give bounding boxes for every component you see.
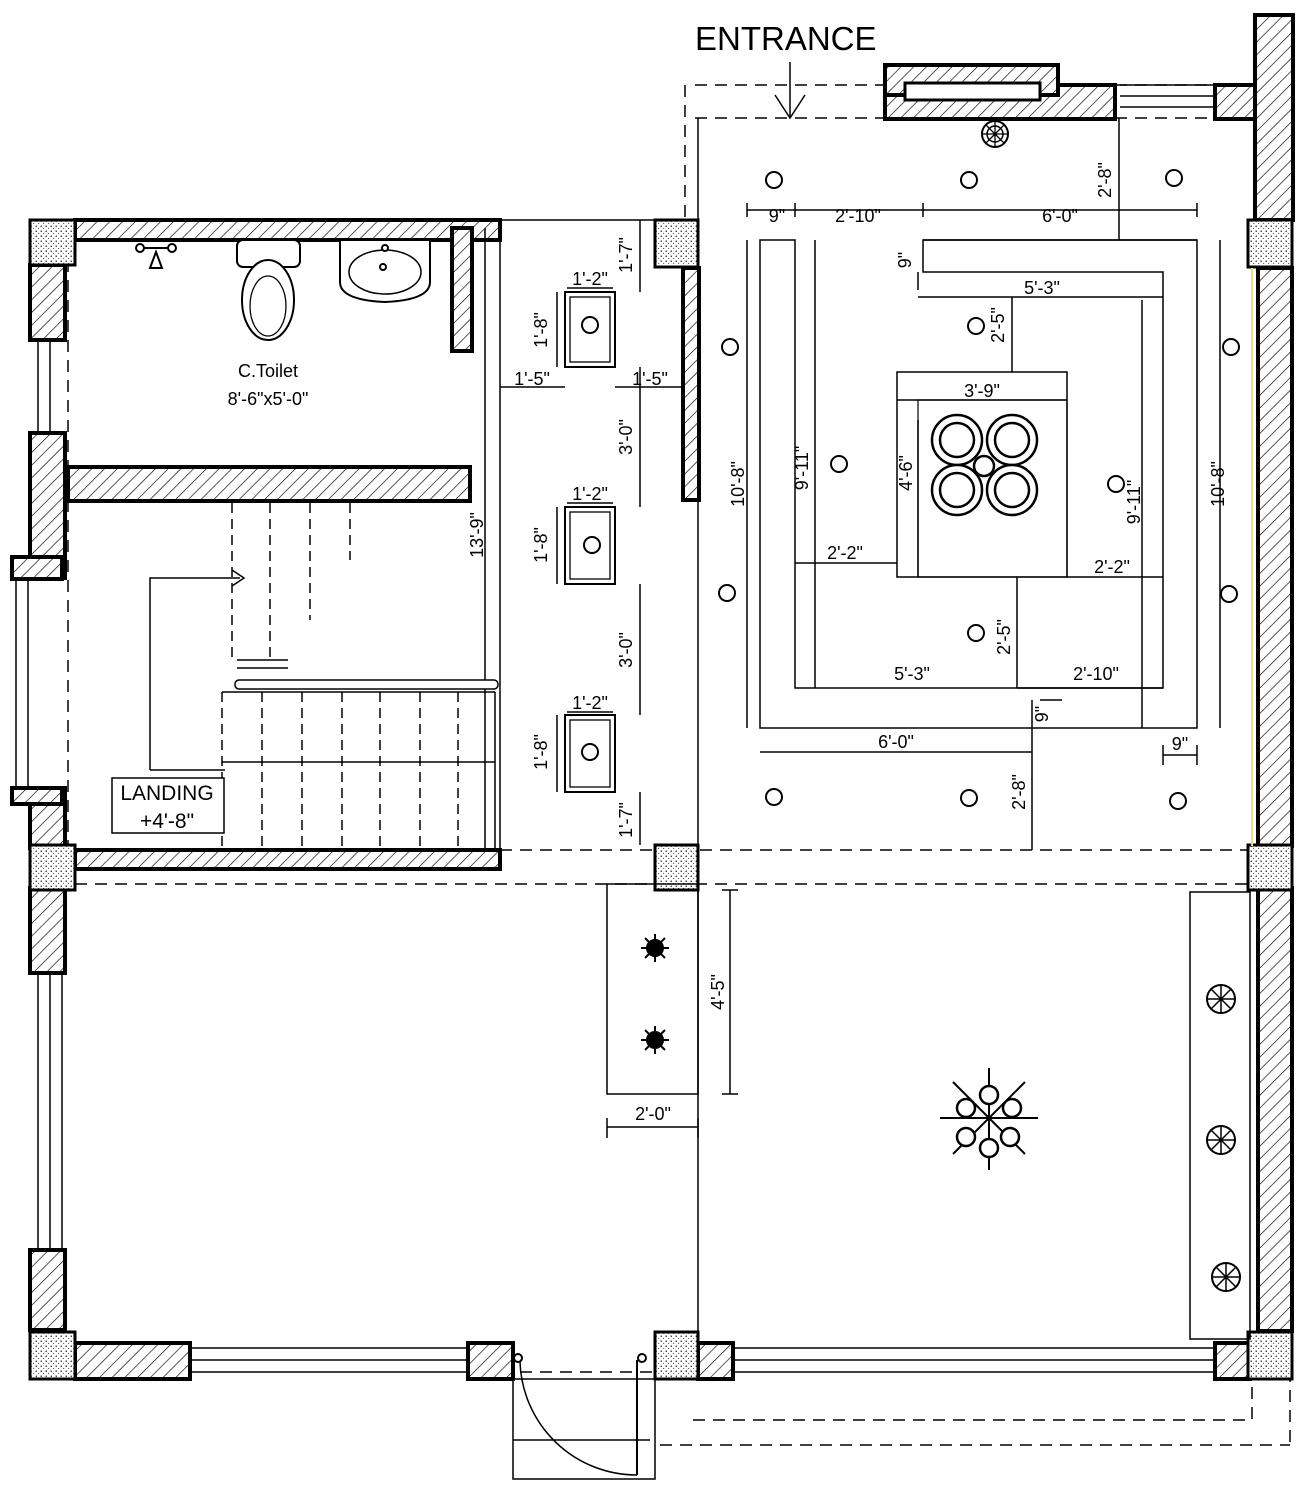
downlight-icon <box>765 171 783 189</box>
windows <box>15 84 1215 1373</box>
dim-ceil-9d: 9" <box>1172 734 1188 754</box>
wc-icon <box>236 239 301 341</box>
hall-chandelier-icon <box>940 1068 1038 1170</box>
dim-basin3-w: 1'-2" <box>572 693 608 713</box>
dim-ceil-9c: 9" <box>1032 706 1052 722</box>
dim-ceil-9a: 9" <box>769 206 785 226</box>
dim-ceil-9b: 9" <box>895 252 915 268</box>
downlight-icon <box>718 584 736 602</box>
wall-light-icon <box>1206 984 1236 1014</box>
dim-ceil-2-2a: 2'-2" <box>827 543 863 563</box>
dim-ceil-6-0a: 6'-0" <box>1042 206 1078 226</box>
dim-ceil-10-8a: 10'-8" <box>728 461 748 507</box>
dim-ceil-2-8a: 2'-8" <box>1095 162 1115 198</box>
dim-stair-run: 13'-9" <box>467 512 487 558</box>
dim-niche-h: 4'-5" <box>708 974 728 1010</box>
downlight-icon <box>1222 338 1240 356</box>
washbasin-icon <box>339 239 431 304</box>
landing-label: LANDING <box>120 782 213 805</box>
entrance-door <box>512 1353 656 1480</box>
dim-ceil-6-0b: 6'-0" <box>878 732 914 752</box>
chandelier-icon <box>930 413 1039 517</box>
downlight-icon <box>967 317 985 335</box>
downlights <box>718 169 1240 810</box>
downlight-icon <box>1107 475 1125 493</box>
downlight-icon <box>721 338 739 356</box>
dim-basin1-w: 1'-2" <box>572 269 608 289</box>
downlight-icon <box>765 788 783 806</box>
basin-3 <box>564 714 616 793</box>
downlight-icon <box>830 455 848 473</box>
dim-basin2-w: 1'-2" <box>572 484 608 504</box>
entrance-label: ENTRANCE <box>695 20 877 57</box>
dim-basin3-d: 1'-8" <box>531 734 551 770</box>
dim-ceil-5-3b: 5'-3" <box>894 664 930 684</box>
dim-ceil-10-8b: 10'-8" <box>1208 461 1228 507</box>
entrance-marker: ENTRANCE <box>695 20 877 120</box>
room-lines <box>484 118 1253 1343</box>
dim-niche-w: 2'-0" <box>635 1104 671 1124</box>
wall-light-icon <box>1206 1125 1236 1155</box>
toilet-fixtures: C.Toilet 8'-6"x5'-0" <box>135 239 431 409</box>
false-ceiling: 9" 2'-10" 6'-0" 2'-8" 9" 5'-3" 2'-5" 3'-… <box>718 118 1240 850</box>
downlight-icon <box>1165 169 1183 187</box>
dim-gap-top: 1'-7" <box>616 237 636 273</box>
decorative-light-icon <box>981 120 1009 148</box>
dim-offset-left: 1'-5" <box>514 369 550 389</box>
basin-2 <box>564 506 616 585</box>
dim-ceil-9-11b: 9'-11" <box>1124 480 1144 525</box>
downlight-icon <box>1169 792 1187 810</box>
downlight-icon <box>1220 585 1238 603</box>
basin-1 <box>564 291 616 368</box>
dim-ceil-2-5b: 2'-5" <box>994 619 1014 655</box>
spotlight-icon <box>641 1026 669 1054</box>
wall-light-icon <box>1211 1262 1241 1292</box>
faucet-icon <box>135 243 177 269</box>
dim-ceil-4-6: 4'-6" <box>896 455 916 491</box>
dim-ceil-5-3a: 5'-3" <box>1024 278 1060 298</box>
downlight-icon <box>967 624 985 642</box>
dim-ceil-2-8b: 2'-8" <box>1009 774 1029 810</box>
dim-ceil-2-5a: 2'-5" <box>988 307 1008 343</box>
lower-hall: 4'-5" 2'-0" <box>606 883 1251 1340</box>
columns <box>28 218 1294 1381</box>
dim-ceil-3-9: 3'-9" <box>964 381 1000 401</box>
staircase: LANDING +4'-8" 13'-9" <box>111 503 499 850</box>
toilet-size: 8'-6"x5'-0" <box>228 389 309 409</box>
dim-ceil-2-10b: 2'-10" <box>1073 664 1119 684</box>
dim-spacing-1: 3'-0" <box>616 419 636 455</box>
stair-direction-arrow <box>149 569 246 771</box>
dim-spacing-2: 3'-0" <box>616 632 636 668</box>
landing-level: +4'-8" <box>140 810 194 833</box>
dim-ceil-2-2b: 2'-2" <box>1094 557 1130 577</box>
dim-ceil-9-11a: 9'-11" <box>792 446 812 491</box>
dim-offset-right: 1'-5" <box>632 369 668 389</box>
downlight-icon <box>960 789 978 807</box>
dim-gap-bottom: 1'-7" <box>616 802 636 838</box>
spotlight-icon <box>641 934 669 962</box>
dim-ceil-2-10a: 2'-10" <box>835 206 881 226</box>
downlight-icon <box>960 171 978 189</box>
dim-basin1-d: 1'-8" <box>531 312 551 348</box>
basins: 1'-2" 1'-2" 1'-2" 1'-8" 1'-8" 1'-8" 1'-7… <box>500 220 683 845</box>
toilet-name: C.Toilet <box>238 361 298 381</box>
dim-basin2-d: 1'-8" <box>531 527 551 563</box>
